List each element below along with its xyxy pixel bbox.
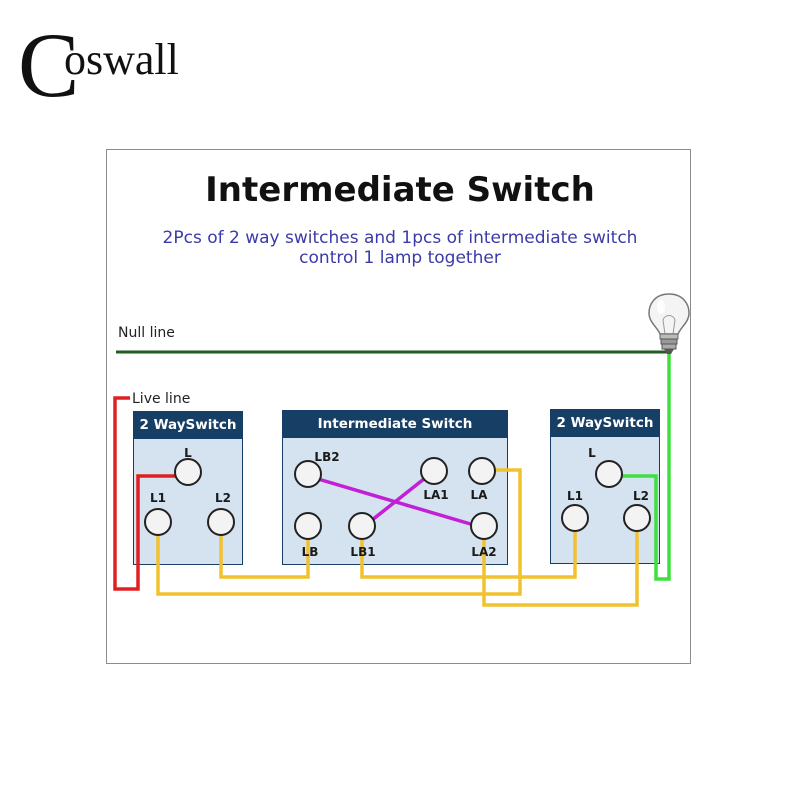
logo-rest: oswall — [64, 35, 179, 84]
terminal-la1 — [420, 457, 448, 485]
null-line-label: Null line — [118, 325, 175, 341]
label-right-l2: L2 — [633, 489, 649, 503]
intermediate-switch-header: Intermediate Switch — [283, 411, 507, 438]
label-la1: LA1 — [423, 488, 449, 502]
terminal-lb — [294, 512, 322, 540]
label-left-l2: L2 — [215, 491, 231, 505]
right-switch-header: 2 WaySwitch — [551, 410, 659, 437]
light-bulb-icon — [648, 293, 690, 354]
live-wire — [113, 396, 188, 591]
lamp-wire — [609, 352, 671, 581]
label-la: LA — [470, 488, 488, 502]
left-two-way-switch: 2 WaySwitch — [133, 411, 243, 565]
label-lb2: LB2 — [314, 450, 340, 464]
traveler-wire-la2 — [482, 518, 639, 607]
coswall-logo: C oswall — [18, 14, 179, 104]
subtitle-line-2: control 1 lamp together — [299, 248, 501, 268]
label-lb1: LB1 — [350, 545, 376, 559]
intermediate-switch: Intermediate Switch — [282, 410, 508, 565]
diagram-title: Intermediate Switch — [205, 170, 595, 210]
left-switch-header: 2 WaySwitch — [134, 412, 242, 439]
label-la2: LA2 — [471, 545, 497, 559]
terminal-right-l2 — [623, 504, 651, 532]
terminal-la2 — [470, 512, 498, 540]
traveler-wire-left-l2 — [219, 524, 310, 579]
label-lb: LB — [301, 545, 319, 559]
label-right-l: L — [588, 446, 596, 460]
terminal-left-l1 — [144, 508, 172, 536]
label-right-l1: L1 — [567, 489, 583, 503]
label-left-l1: L1 — [150, 491, 166, 505]
terminal-la — [468, 457, 496, 485]
live-line-label: Live line — [132, 391, 191, 407]
subtitle-line-1: 2Pcs of 2 way switches and 1pcs of inter… — [162, 228, 638, 248]
terminal-lb2 — [294, 460, 322, 488]
terminal-right-l1 — [561, 504, 589, 532]
terminal-lb1 — [348, 512, 376, 540]
terminal-left-l — [174, 458, 202, 486]
traveler-wire-lb1 — [360, 518, 577, 579]
logo-initial: C — [18, 14, 79, 104]
traveler-wire-left-l1 — [156, 468, 522, 596]
label-left-l: L — [184, 446, 192, 460]
terminal-left-l2 — [207, 508, 235, 536]
terminal-right-l — [595, 460, 623, 488]
